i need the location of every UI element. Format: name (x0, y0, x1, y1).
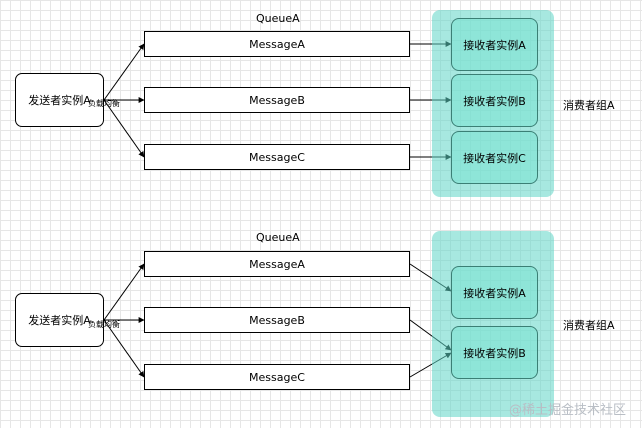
receiver-a-label-bottom: 接收者实例A (463, 286, 526, 300)
message-a-label-bottom: MessageA (249, 257, 305, 271)
receiver-b-top: 接收者实例B (451, 74, 538, 127)
receiver-a-label-top: 接收者实例A (463, 38, 526, 52)
message-b-bottom: MessageB (144, 307, 410, 333)
message-c-top: MessageC (144, 144, 410, 170)
message-a-top: MessageA (144, 31, 410, 57)
edge-sender-messageC-top (103, 99, 145, 158)
message-c-label-top: MessageC (249, 150, 305, 164)
receiver-b-bottom: 接收者实例B (451, 326, 538, 379)
edge-sender-messageA-bottom (103, 263, 145, 321)
receiver-b-label-bottom: 接收者实例B (463, 346, 526, 360)
edge-sender-messageA-top (103, 43, 145, 101)
message-b-label-top: MessageB (249, 93, 305, 107)
receiver-c-top: 接收者实例C (451, 131, 538, 184)
message-b-label-bottom: MessageB (249, 313, 305, 327)
load-balance-label-bottom: 负载均衡 (88, 320, 120, 329)
sender-label-top: 发送者实例A (28, 94, 91, 107)
sender-top: 发送者实例A (15, 73, 104, 127)
sender-label-bottom: 发送者实例A (28, 314, 91, 327)
receiver-c-label-top: 接收者实例C (463, 151, 526, 165)
message-c-bottom: MessageC (144, 364, 410, 390)
message-a-bottom: MessageA (144, 251, 410, 277)
load-balance-label-top: 负载均衡 (88, 99, 120, 108)
message-b-top: MessageB (144, 87, 410, 113)
queue-label-top: QueueA (256, 12, 300, 25)
sender-bottom: 发送者实例A (15, 293, 104, 347)
receiver-b-label-top: 接收者实例B (463, 94, 526, 108)
consumer-group-label-top: 消费者组A (563, 99, 615, 112)
message-a-label-top: MessageA (249, 37, 305, 51)
watermark: @稀土掘金技术社区 (509, 403, 627, 418)
message-c-label-bottom: MessageC (249, 370, 305, 384)
consumer-group-label-bottom: 消费者组A (563, 319, 615, 332)
receiver-a-bottom: 接收者实例A (451, 266, 538, 319)
receiver-a-top: 接收者实例A (451, 18, 538, 71)
edge-sender-messageC-bottom (103, 319, 145, 378)
queue-label-bottom: QueueA (256, 231, 300, 244)
consumer-group-bottom (432, 231, 554, 417)
